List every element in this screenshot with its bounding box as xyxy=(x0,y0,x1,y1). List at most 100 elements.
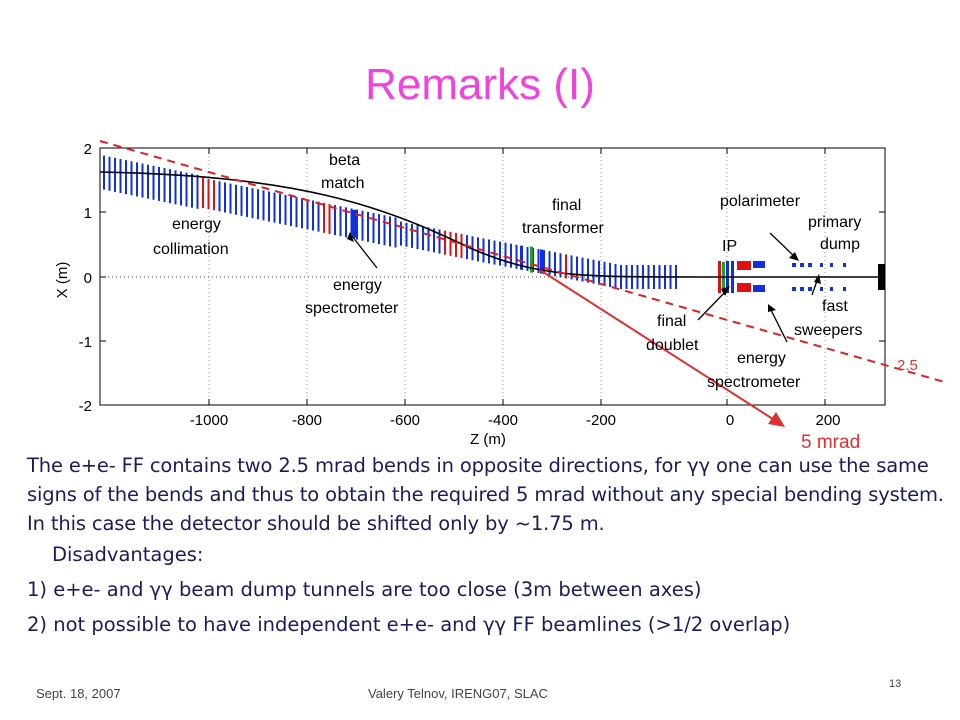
magnet xyxy=(361,210,364,241)
magnet xyxy=(592,259,595,284)
y-tick-label: 0 xyxy=(84,270,92,287)
dump-line-magnet xyxy=(792,287,796,291)
label-arrowheads xyxy=(347,232,821,312)
magnet xyxy=(218,181,221,212)
footer-date: Sept. 18, 2007 xyxy=(36,686,121,701)
magnet xyxy=(504,242,507,267)
magnet xyxy=(141,163,144,198)
magnet xyxy=(202,177,204,208)
magnet xyxy=(510,243,512,268)
slide-title: Remarks (I) xyxy=(365,60,595,109)
magnet xyxy=(378,214,380,245)
magnet xyxy=(548,251,551,276)
magnet xyxy=(499,241,501,266)
magnet xyxy=(114,157,116,192)
magnet xyxy=(339,206,342,237)
magnet xyxy=(251,188,254,219)
dump-line-magnet xyxy=(808,263,812,267)
magnet xyxy=(598,260,600,285)
magnet xyxy=(372,212,375,243)
magnet xyxy=(152,165,155,200)
dump-line-magnet xyxy=(830,263,833,267)
label-primary: primary xyxy=(808,214,861,231)
magnet xyxy=(449,231,452,256)
five-mrad-arrowhead xyxy=(768,412,785,427)
magnet xyxy=(262,190,265,221)
magnet xyxy=(306,199,309,230)
magnet xyxy=(537,249,540,274)
magnet xyxy=(520,245,523,270)
label-final-transformer-2: transformer xyxy=(522,220,604,237)
label-energy-collimation-2: collimation xyxy=(153,241,229,258)
magnet xyxy=(224,182,226,213)
magnet xyxy=(125,160,127,195)
magnet xyxy=(394,217,397,248)
magnet xyxy=(158,166,160,201)
magnet xyxy=(383,215,386,246)
magnet xyxy=(119,159,122,194)
disadvantage-item-2: 2) not possible to have independent e+e-… xyxy=(27,613,791,636)
magnet xyxy=(323,202,325,233)
magnet xyxy=(356,209,358,240)
label-polarimeter: polarimeter xyxy=(720,193,801,210)
footer-author: Valery Telnov, IRENG07, SLAC xyxy=(368,686,548,701)
magnet xyxy=(284,194,287,225)
magnet xyxy=(515,244,518,269)
magnet xyxy=(565,254,567,279)
magnet xyxy=(345,207,347,238)
dump-line-magnet xyxy=(820,263,823,267)
beam-trajectory xyxy=(99,171,880,278)
x-axis-label: Z (m) xyxy=(470,431,506,448)
magnet xyxy=(416,225,419,250)
label-fast: fast xyxy=(822,298,848,315)
slide-body: The e+e- FF contains two 2.5 mrad bends … xyxy=(27,451,957,639)
magnet xyxy=(213,180,215,211)
magnet xyxy=(235,184,237,215)
magnet xyxy=(554,252,556,277)
magnet xyxy=(444,230,446,255)
magnet xyxy=(540,249,543,274)
magnet xyxy=(488,239,490,264)
label-energy-spectrometer-2b: spectrometer xyxy=(707,374,801,391)
magnet xyxy=(543,250,545,275)
magnet xyxy=(229,183,232,214)
magnet xyxy=(169,169,171,204)
magnet xyxy=(559,253,562,278)
angle-small-annotation: 2.5 xyxy=(897,357,918,374)
magnet xyxy=(301,198,303,229)
magnet xyxy=(136,162,138,197)
disadvantage-item-1: 1) e+e- and γγ beam dump tunnels are too… xyxy=(27,578,702,601)
magnet xyxy=(427,227,430,252)
dump-line-magnet xyxy=(843,263,846,267)
label-dump: dump xyxy=(820,236,860,253)
dashed-angle-line xyxy=(99,140,949,384)
dump-line-magnet xyxy=(753,285,765,292)
dump-line-magnet xyxy=(792,263,796,267)
dump-block xyxy=(878,264,885,290)
beamline-figure: beta match energy collimation energy spe… xyxy=(54,140,949,453)
ip-detector-upper xyxy=(737,261,751,270)
y-axis-label: X (m) xyxy=(54,262,71,299)
y-tick-label: -1 xyxy=(79,334,92,351)
magnet xyxy=(576,256,578,281)
magnet xyxy=(191,173,193,208)
magnet xyxy=(422,226,424,251)
magnet xyxy=(603,261,606,286)
label-final-doublet-1: final xyxy=(657,313,686,330)
magnet xyxy=(530,246,533,273)
x-tick-label: -800 xyxy=(292,412,322,429)
axis-ticks xyxy=(100,147,885,406)
magnet xyxy=(207,179,210,210)
magnet xyxy=(295,197,298,228)
magnet xyxy=(352,209,356,238)
label-energy-spectrometer-1b: spectrometer xyxy=(305,300,399,317)
dump-line-magnet xyxy=(800,263,804,267)
magnet xyxy=(587,258,589,283)
magnet xyxy=(185,172,188,207)
magnet xyxy=(400,221,402,246)
magnet xyxy=(174,170,177,205)
label-beta: beta xyxy=(329,152,360,169)
magnet xyxy=(147,164,149,199)
magnet xyxy=(108,156,111,191)
magnet xyxy=(350,208,353,239)
